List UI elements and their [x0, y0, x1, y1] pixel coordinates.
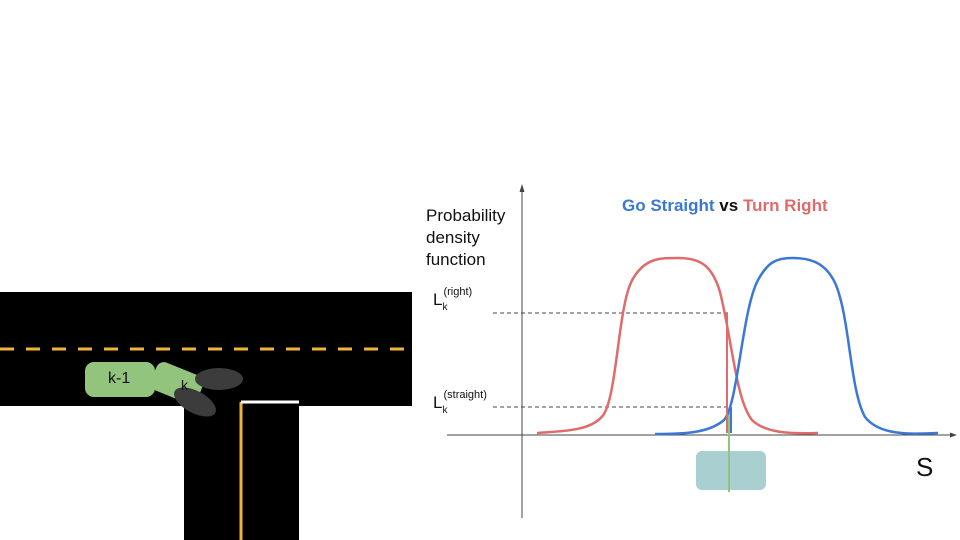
obstacle-2 [174, 387, 216, 417]
x-axis-label: S [916, 452, 934, 482]
marker-straight-sup: (straight) [443, 389, 487, 401]
marker-straight-symbol: L [433, 393, 443, 412]
car-prev-label: k-1 [108, 370, 131, 387]
marker-right-label: Lk (right) [433, 286, 472, 313]
chart-title: Go Straight vs Turn Right [622, 196, 828, 216]
y-axis-label-line: function [426, 250, 486, 269]
marker-straight-label: Lk (straight) [433, 389, 487, 416]
go-straight-curve [654, 256, 939, 436]
obstacle-1 [195, 368, 243, 390]
axes [447, 184, 957, 518]
y-axis-label-line: Probability [426, 206, 506, 225]
marker-right-symbol: L [433, 290, 443, 309]
y-axis-label-line: density [426, 228, 480, 247]
y-axis-arrow [519, 184, 525, 192]
car-current-label: k [181, 377, 188, 393]
marker-right-sub: k [442, 302, 448, 313]
car-prev [85, 362, 155, 397]
marker-straight-sub: k [442, 405, 448, 416]
legend-go-straight: Go Straight [622, 196, 715, 215]
y-axis-label: Probability density function [426, 205, 536, 271]
marker-right-sup: (right) [443, 286, 473, 298]
road-intersection [0, 292, 412, 540]
legend-turn-right: Turn Right [742, 196, 828, 215]
legend-vs: vs [719, 196, 739, 215]
marker-box [696, 451, 766, 490]
turn-right-curve [536, 256, 819, 435]
x-axis-arrow [950, 432, 957, 438]
